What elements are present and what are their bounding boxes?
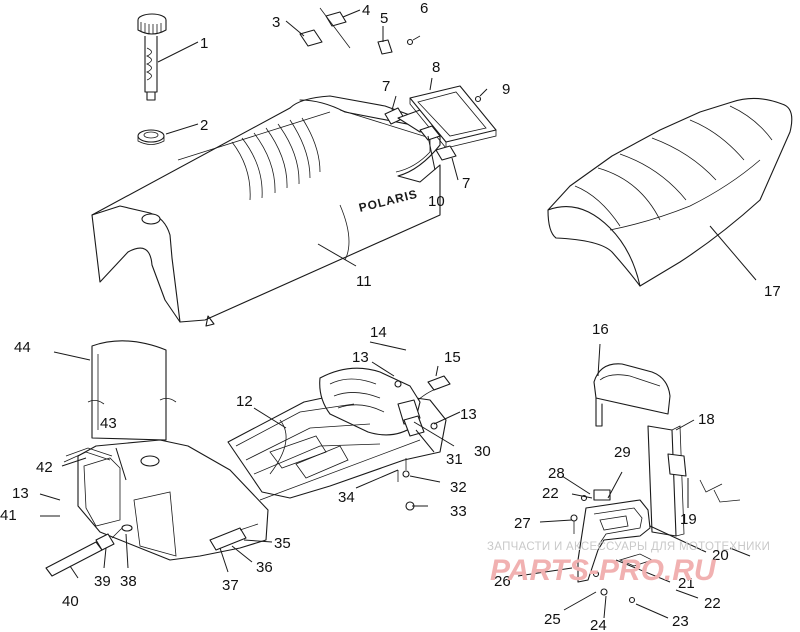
callout-label: 22 bbox=[542, 485, 559, 502]
callout-label: 12 bbox=[236, 393, 253, 410]
callout-label: 33 bbox=[450, 503, 467, 520]
seat-body-part: POLARIS bbox=[91, 95, 441, 327]
callout-label: 40 bbox=[62, 593, 79, 610]
callout-label: 3 bbox=[272, 14, 280, 31]
callout-label: 11 bbox=[356, 273, 372, 290]
callout-label: 43 bbox=[100, 415, 117, 432]
callout-label: 26 bbox=[494, 573, 511, 590]
callout-label: 39 bbox=[94, 573, 111, 590]
callout-label: 19 bbox=[680, 511, 697, 528]
watermark-caption: ЗАПЧАСТИ И АКСЕССУАРЫ ДЛЯ МОТОТЕХНИКИ bbox=[487, 541, 770, 553]
callout-label: 16 bbox=[592, 321, 609, 338]
callout-label: 42 bbox=[36, 459, 53, 476]
watermark: ЗАПЧАСТИ И АКСЕССУАРЫ ДЛЯ МОТОТЕХНИКИ PA… bbox=[487, 541, 770, 587]
callout-label: 24 bbox=[590, 617, 607, 632]
callout-label: 35 bbox=[274, 535, 291, 552]
callout-label: 13 bbox=[352, 349, 369, 366]
chassis-frame-part bbox=[209, 367, 451, 551]
callout-label: 30 bbox=[474, 443, 491, 460]
fuel-cap-part bbox=[137, 13, 167, 101]
callout-label: 9 bbox=[502, 81, 510, 98]
callout-label: 34 bbox=[338, 489, 355, 506]
callout-label: 2 bbox=[200, 117, 208, 134]
callout-label: 27 bbox=[514, 515, 531, 532]
callout-label: 17 bbox=[764, 283, 781, 300]
callout-label: 14 bbox=[370, 324, 387, 341]
fuel-grommet-part bbox=[137, 129, 165, 145]
callout-label: 21 bbox=[678, 575, 695, 592]
callout-label: 23 bbox=[672, 613, 689, 630]
callout-label: 37 bbox=[222, 577, 239, 594]
callout-label: 13 bbox=[460, 406, 477, 423]
callout-label: 29 bbox=[614, 444, 631, 461]
seat-foam-part bbox=[547, 97, 793, 287]
callout-label: 44 bbox=[14, 339, 31, 356]
callout-label: 4 bbox=[362, 2, 370, 19]
fuel-hose-part bbox=[45, 524, 133, 577]
callout-leaders bbox=[39, 9, 757, 619]
callout-label: 31 bbox=[446, 451, 463, 468]
callout-label: 8 bbox=[432, 59, 440, 76]
backrest-part bbox=[593, 363, 741, 537]
callout-label: 13 bbox=[12, 485, 29, 502]
watermark-logo: PARTS-PRO.RU bbox=[490, 554, 717, 587]
callout-label: 25 bbox=[544, 611, 561, 628]
callout-label: 36 bbox=[256, 559, 273, 576]
callout-label: 38 bbox=[120, 573, 137, 590]
callout-label: 18 bbox=[698, 411, 715, 428]
backrest-bracket-part bbox=[570, 489, 654, 604]
callout-label: 28 bbox=[548, 465, 565, 482]
callout-label: 15 bbox=[444, 349, 461, 366]
callout-label: 10 bbox=[428, 193, 445, 210]
callout-label: 6 bbox=[420, 0, 428, 17]
callout-label: 22 bbox=[704, 595, 721, 612]
callout-label: 20 bbox=[712, 547, 729, 564]
callout-label: 41 bbox=[0, 507, 17, 524]
callout-numbers: 1 2 3 4 5 6 7 7 8 9 10 11 12 13 13 13 14… bbox=[0, 0, 781, 632]
callout-label: 5 bbox=[380, 10, 388, 27]
callout-label: 1 bbox=[200, 35, 208, 52]
callout-label: 7 bbox=[462, 175, 470, 192]
callout-label: 32 bbox=[450, 479, 467, 496]
hardware-clips bbox=[299, 7, 497, 161]
callout-label: 7 bbox=[382, 78, 390, 95]
